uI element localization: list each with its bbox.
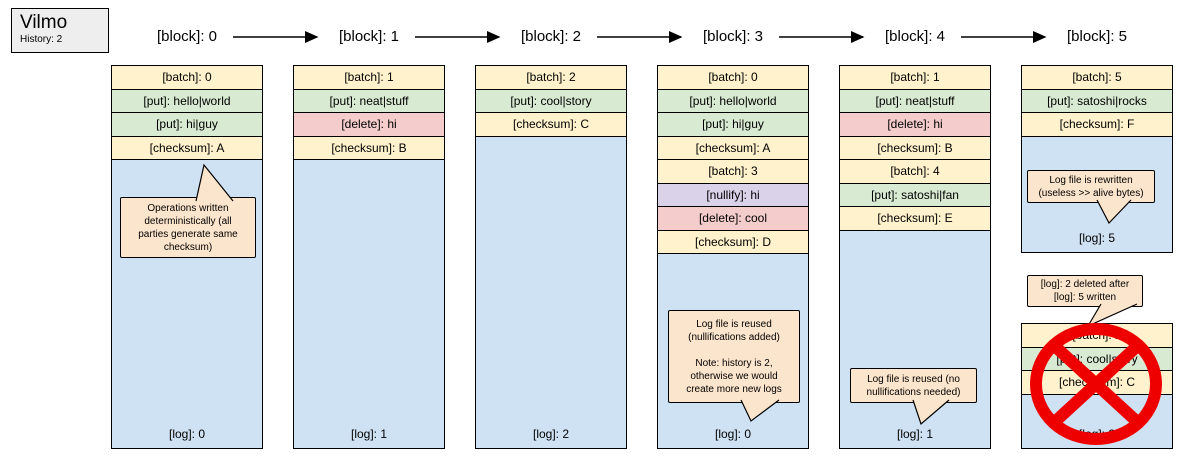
op-cell-batch: [batch]: 5 [1022,66,1172,90]
block-4-stack-0: [batch]: 1[put]: neat|stuff[delete]: hi[… [839,65,991,449]
log-area: [log]: 2 [476,136,626,448]
log-label: [log]: 5 [1078,231,1116,245]
log-label: [log]: 2 [532,427,570,441]
block-header-3: [block]: 3 [702,28,764,45]
callout-note-0: Operations written deterministically (al… [120,197,256,258]
block-header-5: [block]: 5 [1066,28,1128,45]
op-cell-put: [put]: hello|world [112,89,262,113]
log-label: [log]: 0 [168,427,206,441]
op-cell-checksum: [checksum]: E [840,207,990,231]
op-cell-put: [put]: satoshi|rocks [1022,89,1172,113]
callout-note-3: Log file is rewritten (useless >> alive … [1027,170,1155,203]
op-cell-put: [put]: neat|stuff [840,89,990,113]
op-cell-put: [put]: hi|guy [112,113,262,137]
legend-title: Vilmo [20,12,68,33]
op-cell-checksum: [checksum]: A [112,136,262,160]
block-header-1: [block]: 1 [338,28,400,45]
log-label: [log]: 1 [896,427,934,441]
log-label: [log]: 2 [1078,427,1116,441]
op-cell-put: [put]: satoshi|fan [840,183,990,207]
op-cell-checksum: [checksum]: B [294,136,444,160]
block-header-2: [block]: 2 [520,28,582,45]
op-cell-batch: [batch]: 3 [658,160,808,184]
op-cell-put: [put]: hello|world [658,89,808,113]
log-label: [log]: 0 [714,427,752,441]
op-cell-checksum: [checksum]: A [658,136,808,160]
op-cell-checksum: [checksum]: C [1022,371,1172,395]
block-2-stack-0: [batch]: 2[put]: cool|story[checksum]: C… [475,65,627,449]
op-cell-batch: [batch]: 1 [294,66,444,90]
op-cell-checksum: [checksum]: D [658,230,808,254]
block-header-0: [block]: 0 [156,28,218,45]
op-cell-batch: [batch]: 1 [840,66,990,90]
op-cell-checksum: [checksum]: F [1022,113,1172,137]
vilmo-legend: Vilmo History: 2 [11,8,109,53]
op-cell-put: [put]: cool|story [1022,347,1172,371]
op-cell-batch: [batch]: 2 [476,66,626,90]
callout-note-2: Log file is reused (no nullifications ne… [850,368,977,403]
op-cell-batch: [batch]: 0 [658,66,808,90]
log-label: [log]: 1 [350,427,388,441]
op-cell-batch: [batch]: 4 [840,160,990,184]
op-cell-batch: [batch]: 0 [112,66,262,90]
op-cell-batch: [batch]: 2 [1022,324,1172,348]
op-cell-nullify: [nullify]: hi [658,183,808,207]
op-cell-delete: [delete]: hi [840,113,990,137]
block-5-stack-0: [batch]: 5[put]: satoshi|rocks[checksum]… [1021,65,1173,253]
op-cell-checksum: [checksum]: B [840,136,990,160]
block-5-stack-1-deleted: [batch]: 2[put]: cool|story[checksum]: C… [1021,323,1173,449]
log-area: [log]: 2 [1022,394,1172,448]
op-cell-put: [put]: cool|story [476,89,626,113]
op-cell-delete: [delete]: cool [658,207,808,231]
callout-note-4: [log]: 2 deleted after [log]: 5 written [1027,275,1143,307]
block-1-stack-0: [batch]: 1[put]: neat|stuff[delete]: hi[… [293,65,445,449]
op-cell-put: [put]: neat|stuff [294,89,444,113]
legend-subtitle: History: 2 [20,34,63,45]
log-area: [log]: 1 [840,230,990,448]
callout-note-1: Log file is reused (nullifications added… [668,310,800,403]
op-cell-put: [put]: hi|guy [658,113,808,137]
op-cell-checksum: [checksum]: C [476,113,626,137]
log-area: [log]: 1 [294,160,444,448]
block-header-4: [block]: 4 [884,28,946,45]
op-cell-delete: [delete]: hi [294,113,444,137]
